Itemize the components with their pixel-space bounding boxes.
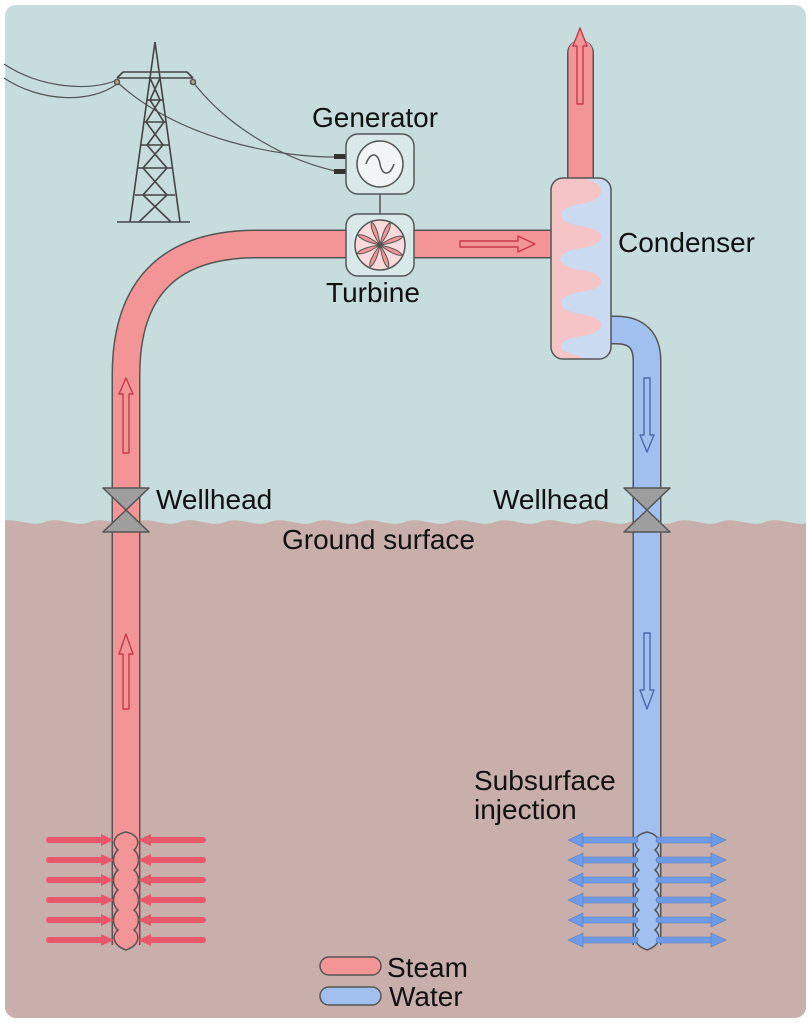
wellhead-left-label: Wellhead bbox=[156, 484, 272, 515]
pylon-icon bbox=[113, 41, 197, 223]
outflow-arrows bbox=[567, 832, 727, 948]
frame bbox=[3, 3, 808, 1020]
condenser bbox=[550, 177, 612, 360]
power-lines bbox=[3, 63, 341, 173]
ground-surface-label: Ground surface bbox=[282, 524, 475, 555]
legend-steam-swatch bbox=[319, 956, 382, 976]
generator-label: Generator bbox=[312, 102, 438, 133]
production-zone bbox=[112, 831, 140, 951]
wellhead-valve-left bbox=[102, 487, 150, 533]
legend-water-swatch bbox=[319, 986, 382, 1006]
steam-flow-arrows bbox=[118, 27, 588, 710]
generator-icon bbox=[334, 133, 415, 215]
legend-steam-label: Steam bbox=[387, 952, 468, 983]
inflow-arrows bbox=[46, 834, 206, 946]
condenser-label: Condenser bbox=[618, 227, 755, 258]
subsurface-label-line1: Subsurface bbox=[474, 765, 616, 796]
water-flow-arrows bbox=[639, 377, 655, 710]
steam-pipe bbox=[111, 40, 594, 945]
wellhead-valve-right bbox=[623, 487, 671, 533]
legend: Steam Water bbox=[319, 952, 468, 1012]
legend-water-label: Water bbox=[389, 981, 463, 1012]
wellhead-right-label: Wellhead bbox=[493, 484, 609, 515]
turbine-icon bbox=[345, 213, 415, 277]
water-pipe bbox=[605, 315, 662, 945]
injection-zone bbox=[633, 831, 661, 951]
turbine-label: Turbine bbox=[326, 277, 420, 308]
subsurface-label-line2: injection bbox=[474, 794, 577, 825]
